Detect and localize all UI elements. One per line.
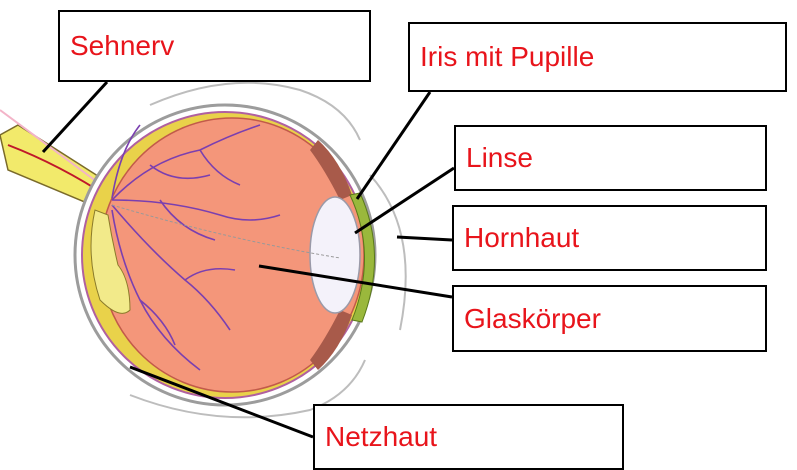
label-box-hornhaut: Hornhaut: [452, 205, 767, 271]
label-hornhaut: Hornhaut: [464, 222, 579, 254]
label-linse: Linse: [466, 142, 533, 174]
label-box-netzhaut: Netzhaut: [313, 404, 624, 470]
label-iris-mit-pupille: Iris mit Pupille: [420, 41, 594, 73]
leader-line-iris: [357, 92, 430, 199]
lens: [310, 197, 360, 313]
label-glaskoerper: Glaskörper: [464, 303, 601, 335]
label-box-sehnerv: Sehnerv: [58, 10, 371, 82]
leader-line-hornhaut: [397, 237, 452, 240]
leader-line-sehnerv: [43, 82, 107, 152]
label-box-glaskoerper: Glaskörper: [452, 285, 767, 352]
label-box-linse: Linse: [454, 125, 767, 191]
label-box-iris: Iris mit Pupille: [408, 22, 787, 92]
label-sehnerv: Sehnerv: [70, 30, 174, 62]
label-netzhaut: Netzhaut: [325, 421, 437, 453]
